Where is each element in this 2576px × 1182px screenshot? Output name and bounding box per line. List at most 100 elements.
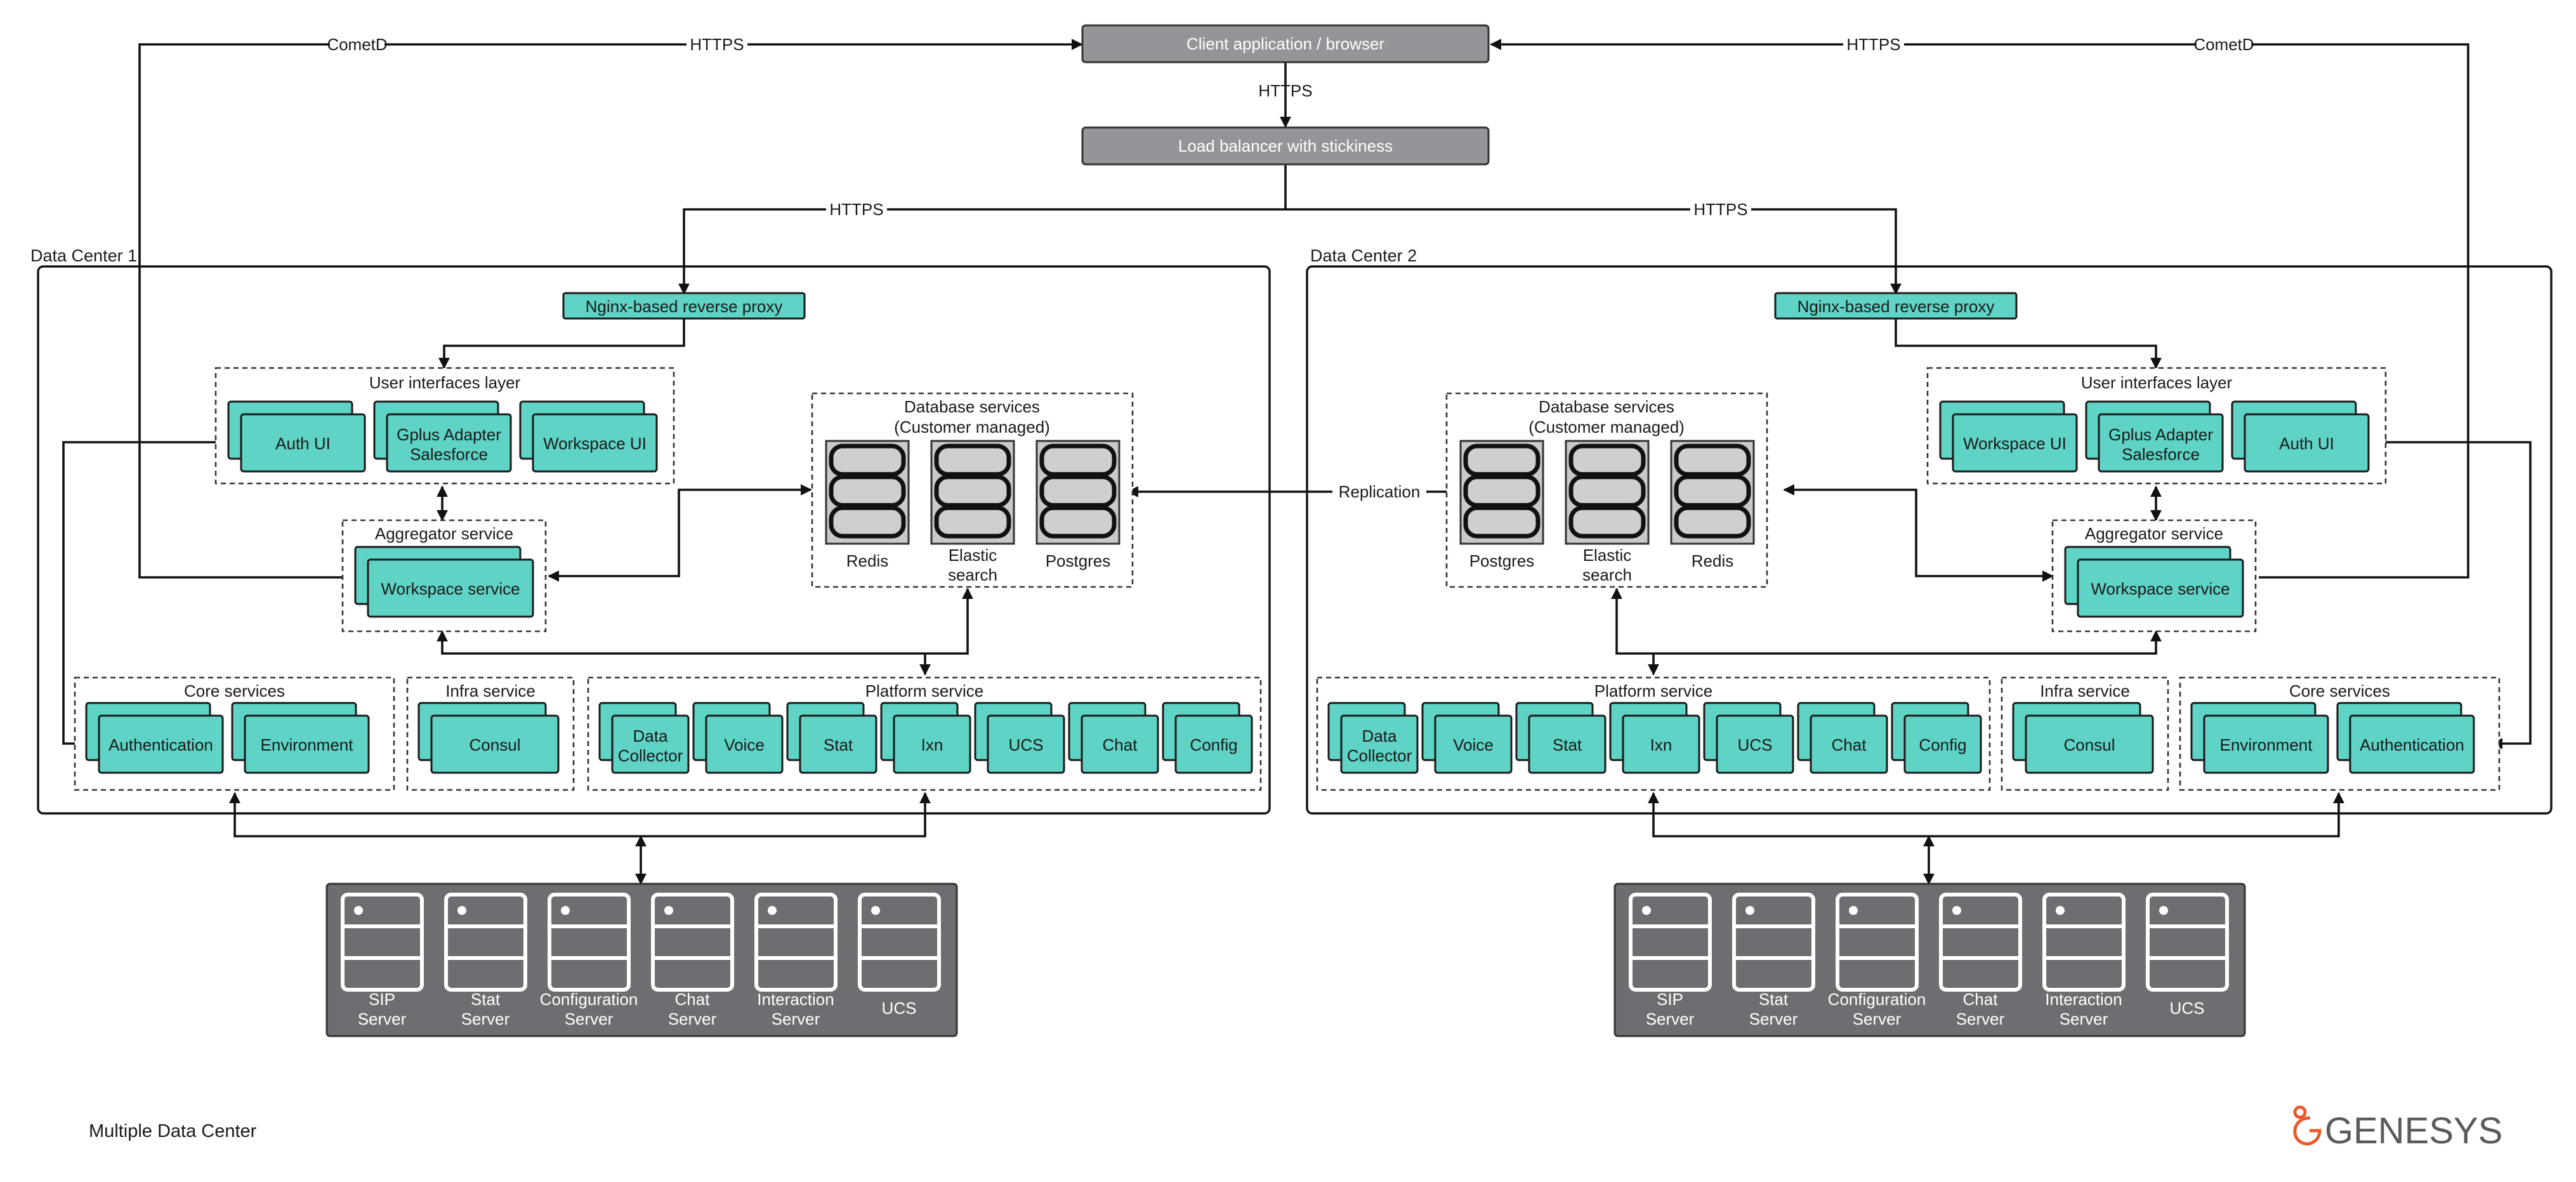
replication-label: Replication: [1339, 482, 1421, 501]
dc2-nginx-box: [1774, 292, 2018, 320]
dc2-platform-ucs-label: UCS: [1738, 735, 1773, 754]
dc1-platform-config-label: Config: [1190, 735, 1237, 754]
dc2-workspace-service-label: Workspace service: [2091, 579, 2230, 598]
dc2-platform-chat-label: Chat: [1832, 735, 1867, 754]
dc2-platform-voice-label: Voice: [1453, 735, 1494, 754]
dc1-platform-data-label-line2: Collector: [618, 746, 683, 765]
dc1-ui-gplus-adapter-label-line1: Gplus Adapter: [397, 425, 501, 444]
dc1-db-label-2: Postgres: [1046, 551, 1111, 570]
dc1-platform-voice: Voice: [692, 702, 784, 774]
dc2-core-environment-label: Environment: [2220, 735, 2313, 754]
dc1-platform-chat-label: Chat: [1103, 735, 1138, 754]
dc2-server-1-line1: Stat: [1759, 990, 1789, 1009]
dc2-server-5-icon: [2146, 893, 2229, 992]
dc2-server-0-line1: SIP: [1657, 990, 1683, 1009]
dc2-nginx-label: Nginx-based reverse proxy: [1797, 297, 1995, 316]
dc1-server-2-line2: Server: [565, 1009, 614, 1028]
https-label-left: HTTPS: [690, 35, 744, 54]
dc1-server-panel: [325, 883, 958, 1037]
dc2-server-1-icon: [1732, 893, 1815, 992]
dc1-frame: [37, 265, 1271, 815]
client-box: [1081, 24, 1490, 63]
dc2-ui-auth-ui-label: Auth UI: [2279, 434, 2334, 453]
dc1-ui-workspace-ui-label: Workspace UI: [543, 434, 647, 453]
dc2-server-5-line1: UCS: [2170, 999, 2205, 1018]
dc2-platform-stat: Stat: [1515, 702, 1607, 774]
dc1-server-1-line2: Server: [461, 1009, 510, 1028]
dc1-core-title: Core services: [184, 681, 285, 700]
dc1-db-label-1-1: Elastic: [949, 546, 997, 565]
dc2-server-4-line1: Interaction: [2045, 990, 2122, 1009]
genesys-logo: GENESYS: [2293, 1105, 2502, 1152]
dc2-db-label-1-2: search: [1582, 565, 1632, 584]
dc2-database-title-2: (Customer managed): [1528, 417, 1685, 437]
dc1-core-authentication-label: Authentication: [108, 735, 213, 754]
dc1-platform-config: Config: [1162, 702, 1253, 774]
dc1-platform-data-label-line1: Data: [633, 726, 668, 745]
dc2-platform-title: Platform service: [1594, 681, 1712, 700]
dc1-db-postgres-icon: [1035, 440, 1120, 545]
dc2-server-1-line2: Server: [1749, 1009, 1798, 1028]
dc2-ui-gplus-adapter-label-line1: Gplus Adapter: [2108, 425, 2213, 444]
dc2-db-elastic-icon: [1565, 440, 1650, 545]
dc1-platform-ucs: UCS: [974, 702, 1065, 774]
dc2-server-3-line1: Chat: [1963, 990, 1999, 1009]
dc1-server-1-line1: Stat: [471, 990, 501, 1009]
dc2-core-title: Core services: [2289, 681, 2390, 700]
dc1-server-5-line1: UCS: [882, 999, 917, 1018]
dc2-ui-gplus-adapter-label-line2: Salesforce: [2122, 445, 2200, 464]
dc1-ui-layer-title: User interfaces layer: [369, 373, 521, 392]
dc2-core-authentication-label: Authentication: [2360, 735, 2464, 754]
https-label-dc2: HTTPS: [1693, 200, 1747, 219]
load-balancer-box: [1081, 126, 1490, 166]
dc1-ui-gplus-adapter-label-line2: Salesforce: [410, 445, 488, 464]
dc1-server-5-icon: [858, 893, 941, 992]
dc1-server-4-line2: Server: [772, 1009, 820, 1028]
dc2-db-label-0: Postgres: [1469, 551, 1535, 570]
dc1-db-label-0: Redis: [846, 551, 888, 570]
dc2-server-3-line2: Server: [1956, 1009, 2005, 1028]
dc1-infra-consul: Consul: [417, 702, 560, 774]
dc1-server-0-line2: Server: [358, 1009, 407, 1028]
dc1-server-3-icon: [651, 893, 734, 992]
dc2-ui-workspace-ui: Workspace UI: [1939, 400, 2078, 473]
load-balancer-label: Load balancer with stickiness: [1178, 136, 1393, 155]
dc1-server-1-icon: [444, 893, 527, 992]
https-label-right: HTTPS: [1846, 35, 1900, 54]
dc2-platform-ucs: UCS: [1703, 702, 1794, 774]
dc2-server-4-line2: Server: [2060, 1009, 2108, 1028]
dc2-ui-layer-title: User interfaces layer: [2081, 373, 2233, 392]
dc1-workspace-service: Workspace service: [354, 546, 534, 618]
dc2-ui-workspace-ui-label: Workspace UI: [1963, 434, 2067, 453]
connector-lines: [62, 39, 2532, 885]
dc1-platform-chat: Chat: [1068, 702, 1159, 774]
dc1-db-redis-icon: [825, 440, 910, 545]
dc1-server-0-line1: SIP: [369, 990, 395, 1009]
dc2-workspace-service: Workspace service: [2064, 546, 2244, 618]
dc1-server-2-icon: [548, 893, 631, 992]
dc1-core-environment-label: Environment: [261, 735, 354, 754]
dc2-infra-consul: Consul: [2012, 702, 2154, 774]
dc1-workspace-service-label: Workspace service: [381, 579, 520, 598]
dc1-core-environment: Environment: [231, 702, 370, 774]
dc2-aggregator-title: Aggregator service: [2085, 524, 2223, 543]
dc1-server-4-icon: [754, 893, 838, 992]
dc2-database-title-1: Database services: [1539, 397, 1674, 416]
dc2-db-label-1-1: Elastic: [1583, 546, 1632, 565]
dc1-core-authentication: Authentication: [85, 702, 224, 774]
dc2-server-panel: [1613, 883, 2246, 1037]
dc1-nginx-box: [562, 292, 806, 320]
dc1-server-2-line1: Configuration: [540, 990, 638, 1009]
dc1-db-label-1-2: search: [948, 565, 997, 584]
dc2-platform-ixn-label: Ixn: [1650, 735, 1672, 754]
client-label: Client application / browser: [1186, 34, 1384, 53]
dc2-infra-title: Infra service: [2040, 681, 2130, 700]
dc1-platform-ixn: Ixn: [880, 702, 971, 774]
dc2-ui-auth-ui: Auth UI: [2231, 400, 2370, 473]
dc1-platform-voice-label: Voice: [724, 735, 765, 754]
